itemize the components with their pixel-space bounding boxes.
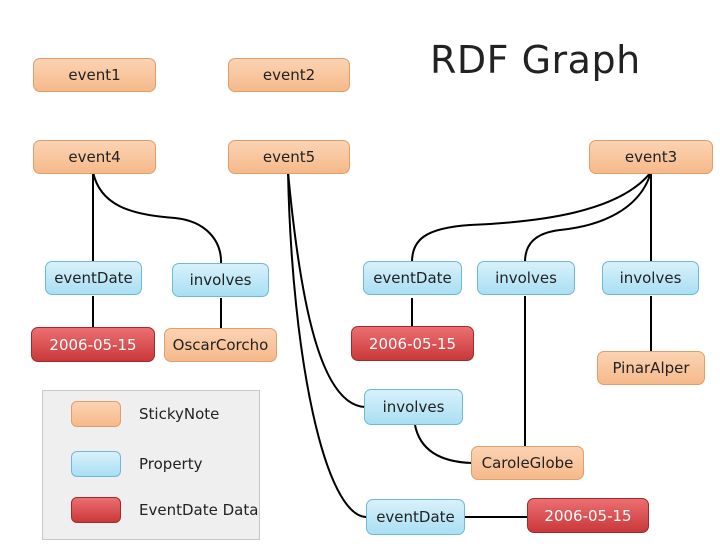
legend-item-eventdate-data: EventDate Data bbox=[71, 497, 258, 523]
edge-event3-eventdate bbox=[411, 171, 652, 263]
edge-event4-involves bbox=[92, 171, 223, 265]
node-event4[interactable]: event4 bbox=[33, 140, 156, 174]
node-involves-event4[interactable]: involves bbox=[172, 263, 269, 297]
edge-event5-eventdate bbox=[287, 171, 367, 518]
node-eventdate-event5[interactable]: eventDate bbox=[366, 499, 465, 535]
node-caroleglobe[interactable]: CaroleGlobe bbox=[471, 446, 584, 480]
node-event2[interactable]: event2 bbox=[228, 58, 350, 92]
node-involves-event3-b[interactable]: involves bbox=[602, 261, 699, 295]
node-event1[interactable]: event1 bbox=[33, 58, 156, 92]
edge-event3-involves-a bbox=[524, 171, 652, 263]
node-pinaralper[interactable]: PinarAlper bbox=[597, 351, 705, 385]
legend-item-stickynote: StickyNote bbox=[71, 401, 219, 427]
node-event5[interactable]: event5 bbox=[228, 140, 350, 174]
legend-label-eventdate-data: EventDate Data bbox=[139, 501, 259, 519]
node-date-event3[interactable]: 2006-05-15 bbox=[351, 326, 474, 361]
node-date-event5[interactable]: 2006-05-15 bbox=[527, 498, 649, 533]
diagram-title: RDF Graph bbox=[430, 38, 641, 82]
legend-swatch-eventdate-data bbox=[71, 497, 121, 523]
node-event3[interactable]: event3 bbox=[589, 140, 713, 174]
node-involves-event3-a[interactable]: involves bbox=[477, 261, 575, 295]
legend-swatch-property bbox=[71, 451, 121, 477]
node-involves-event5[interactable]: involves bbox=[364, 389, 463, 425]
legend: StickyNote Property EventDate Data bbox=[42, 390, 260, 540]
node-date-event4[interactable]: 2006-05-15 bbox=[31, 327, 155, 362]
legend-label-stickynote: StickyNote bbox=[139, 405, 220, 423]
edge-event5-involves bbox=[287, 171, 366, 408]
node-eventdate-event3[interactable]: eventDate bbox=[363, 261, 462, 295]
legend-swatch-stickynote bbox=[71, 401, 121, 427]
legend-label-property: Property bbox=[139, 455, 203, 473]
node-oscarcorcho[interactable]: OscarCorcho bbox=[164, 328, 277, 362]
edge-involves-carole bbox=[414, 424, 473, 464]
legend-item-property: Property bbox=[71, 451, 202, 477]
node-eventdate-event4[interactable]: eventDate bbox=[45, 261, 142, 295]
